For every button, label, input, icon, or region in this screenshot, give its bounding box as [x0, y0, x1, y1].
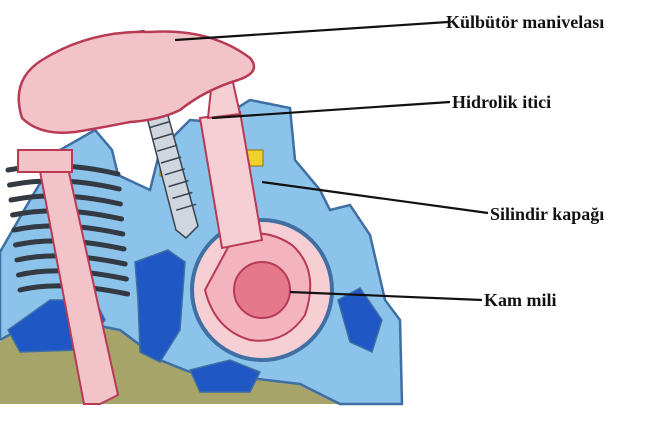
bolt-thread	[175, 203, 197, 211]
camshaft	[190, 218, 334, 362]
bolt-thread	[160, 156, 182, 164]
bolt-thread	[168, 179, 189, 188]
water-jacket-lower	[188, 359, 262, 393]
leader-rocker-arm	[174, 20, 449, 42]
bolt-thread	[172, 191, 193, 200]
valve-cap	[17, 149, 73, 173]
label-cylinder-head: Silindir kapağı	[490, 204, 604, 224]
water-jacket-right	[337, 287, 383, 354]
cam-journal	[233, 261, 291, 319]
label-camshaft: Kam mili	[484, 290, 557, 310]
label-hydraulic-lifter: Hidrolik itici	[452, 92, 551, 112]
leader-camshaft	[289, 290, 483, 302]
bolt-thread	[156, 144, 178, 152]
water-jacket-middle	[134, 249, 186, 363]
bolt-thread	[149, 120, 170, 129]
rocker-arm	[17, 30, 256, 134]
leader-lines	[174, 20, 489, 302]
rocker-arm-body	[17, 30, 256, 134]
valve	[17, 149, 120, 405]
leader-hydraulic-lifter	[211, 100, 451, 120]
leader-cylinder-head	[261, 180, 489, 215]
bolt-thread	[164, 168, 186, 176]
bolt-thread	[153, 132, 174, 141]
label-rocker-arm: Külbütör manivelası	[446, 12, 604, 32]
